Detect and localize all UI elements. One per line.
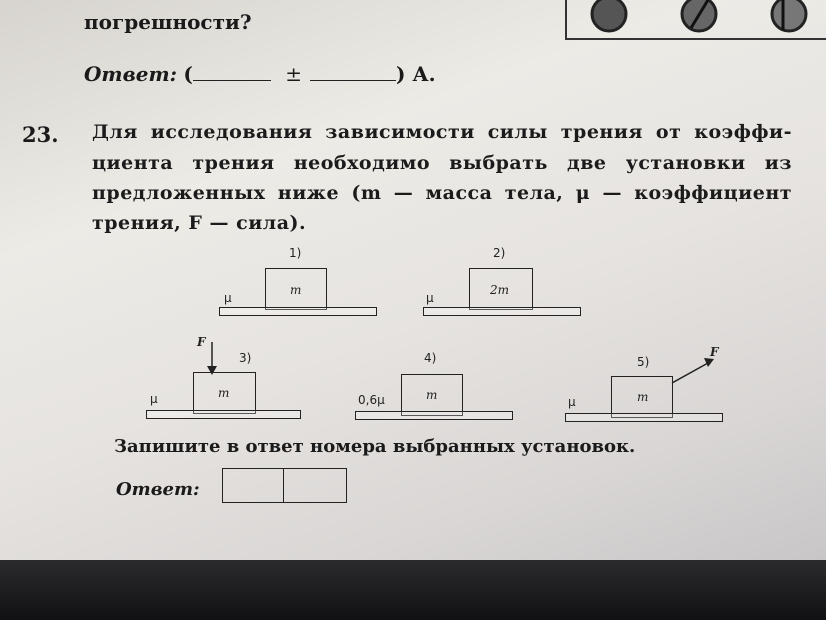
screen-bezel — [0, 560, 826, 620]
setup-3-surface — [146, 410, 301, 419]
setup-2-surface — [423, 307, 581, 316]
previous-task-line: погрешности? — [84, 10, 252, 34]
setup-5-force-label: F — [710, 345, 719, 359]
answer-cell-2[interactable] — [283, 468, 347, 503]
previous-answer: Ответ: ( ± ) А. — [84, 62, 436, 86]
setup-1-friction: μ — [224, 291, 232, 305]
setup-3-force-label: F — [197, 335, 206, 349]
answer-cell-1[interactable] — [222, 468, 284, 503]
answer-label: Ответ: — [116, 479, 200, 500]
setup-3-friction: μ — [150, 392, 158, 406]
setup-3-block — [193, 372, 256, 414]
setup-4-label: 4) — [424, 351, 437, 365]
task-instruction: Запишите в ответ номера выбранных устано… — [114, 436, 636, 457]
setup-5-force-arrow-icon — [671, 358, 714, 384]
setup-4-block — [401, 374, 463, 416]
setup-1-surface — [219, 307, 377, 316]
textbook-page-photo: погрешности? Ответ: ( ± ) А. 23. Для иссл… — [0, 0, 826, 560]
task-text-line-4: трения, F — сила). — [92, 212, 307, 234]
previous-answer-label: Ответ: — [84, 62, 177, 86]
meter-circles-icon — [590, 0, 808, 33]
setup-5-surface — [565, 413, 723, 422]
setup-2-block — [469, 268, 533, 310]
setup-5-label: 5) — [637, 355, 650, 369]
setup-5-block — [611, 376, 673, 418]
setup-4-friction: 0,6μ — [358, 393, 385, 407]
setup-2-friction: μ — [426, 291, 434, 305]
setup-1-block — [265, 268, 327, 310]
task-text-line-2: циента трения необходимо выбрать две уст… — [92, 152, 792, 174]
previous-answer-blank-1 — [192, 80, 271, 81]
setup-1-label: 1) — [289, 246, 302, 260]
previous-answer-plusminus: ± — [285, 62, 302, 86]
task-number: 23. — [22, 122, 59, 147]
setup-1-mass: m — [290, 283, 302, 297]
setup-3-label: 3) — [239, 351, 252, 365]
setup-3-mass: m — [218, 386, 230, 400]
setup-5-friction: μ — [568, 395, 576, 409]
setup-4-mass: m — [426, 388, 438, 402]
previous-answer-close: ) А. — [395, 62, 436, 86]
setup-5-mass: m — [637, 390, 649, 404]
setup-2-label: 2) — [493, 246, 506, 260]
previous-answer-blank-2 — [309, 80, 396, 81]
task-text-line-3: предложенных ниже (m — масса тела, μ — к… — [92, 182, 792, 204]
setup-3-force-arrow-icon — [207, 342, 217, 375]
setup-2-mass: 2m — [490, 283, 510, 297]
task-text-line-1: Для исследования зависимости силы трения… — [92, 121, 792, 143]
circuit-illustration — [565, 0, 826, 40]
setup-4-surface — [355, 411, 513, 420]
previous-answer-open: ( — [183, 62, 193, 86]
